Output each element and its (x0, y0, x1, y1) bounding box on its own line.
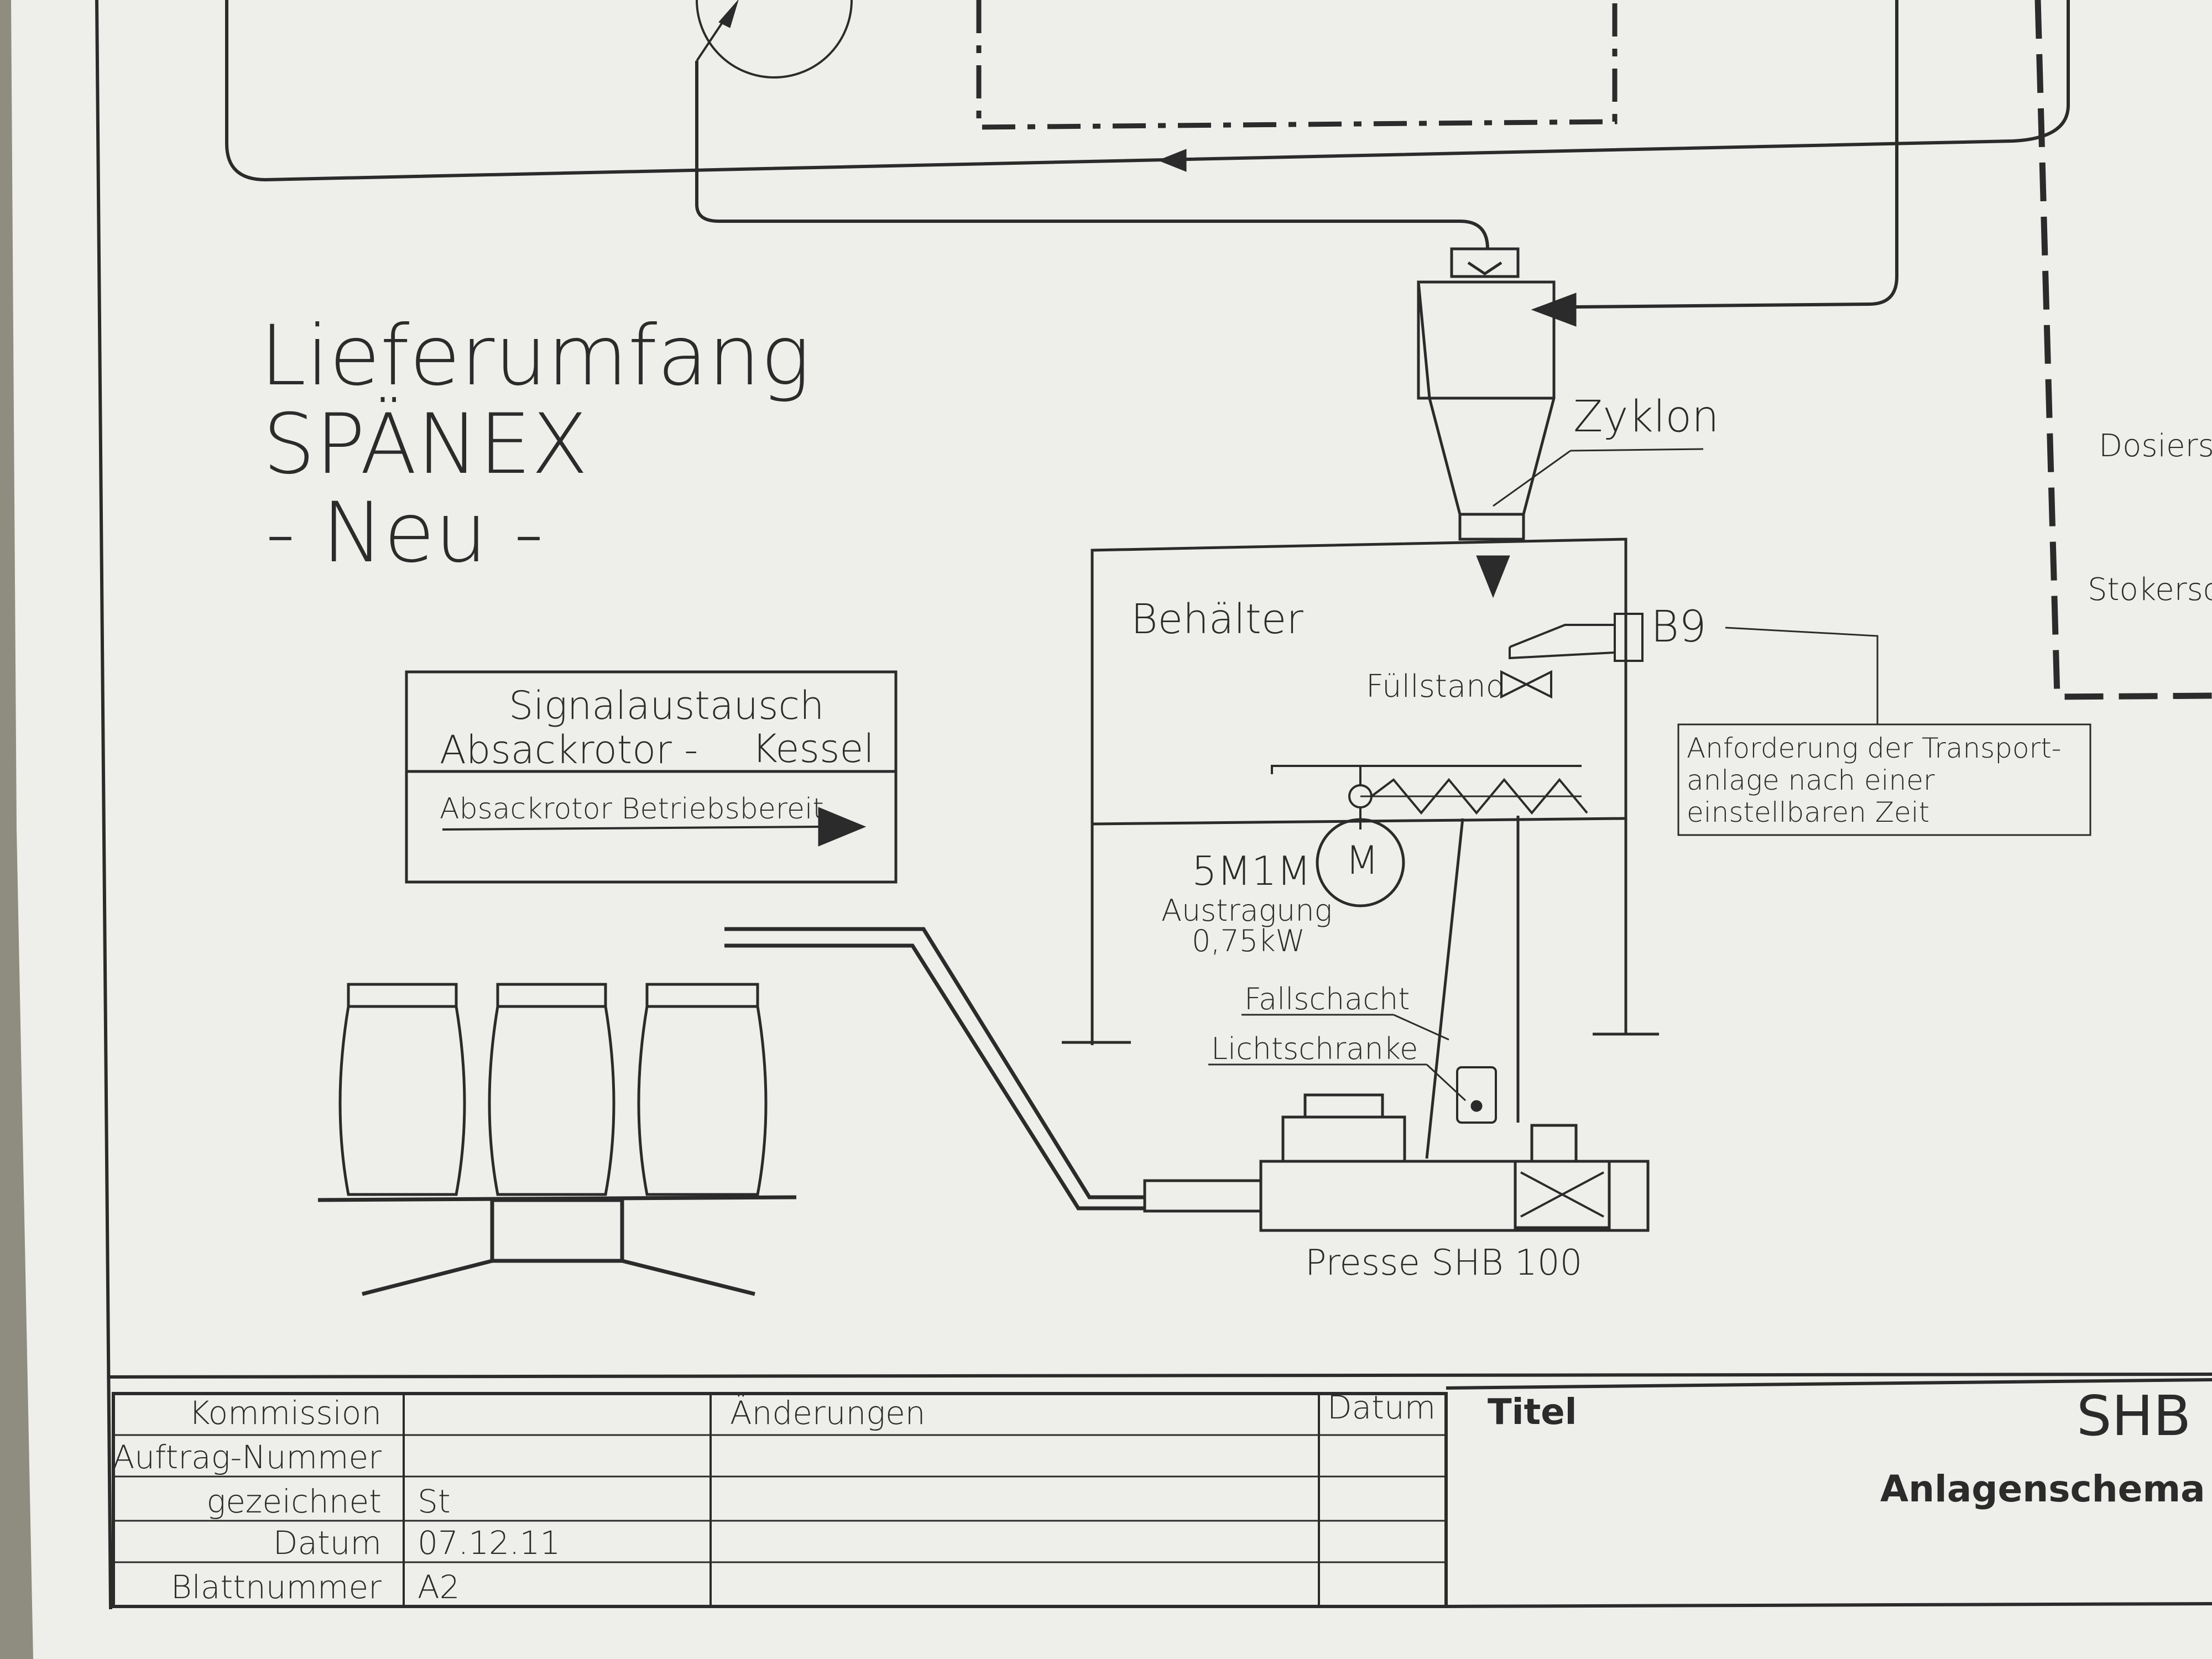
power-label: 0,75kW (1192, 924, 1305, 958)
request-note-box (1677, 723, 2091, 836)
zyklon-leader (1493, 450, 1571, 507)
request-note-line-3: einstellbaren Zeit (1687, 796, 1929, 828)
motor-symbol: M (1345, 838, 1379, 883)
dosier-label: Dosiersc (2099, 428, 2212, 464)
fallschacht-leader (1393, 1014, 1449, 1041)
row-label-auftrag: Auftrag-Nummer (113, 1438, 382, 1476)
signal-arrow (818, 807, 867, 847)
behaelter-label: Behälter (1131, 596, 1303, 643)
flow-arrow-left (1157, 149, 1187, 172)
container-floor (1092, 817, 1626, 826)
heading-text: Lieferumfang (260, 308, 810, 404)
sheet-border-left (95, 0, 112, 1610)
lichtschranke-leader (1426, 1063, 1467, 1102)
title-block-table (112, 1378, 2212, 1608)
container-body (1091, 538, 1627, 1045)
row-label-blattnummer: Blattnummer (171, 1568, 382, 1606)
austragung-label: Austragung (1161, 893, 1332, 928)
row-label-gezeichnet: gezeichnet (206, 1483, 382, 1520)
return-air-line (225, 0, 2070, 182)
stoker-label: Stokersch (2088, 572, 2212, 608)
product-text: SPÄNEX (263, 397, 588, 493)
bagging-rotor (317, 983, 797, 1296)
fall-shaft (1425, 816, 1520, 1159)
b9-signal-line (1725, 627, 1879, 724)
request-note-line-2: anlage nach einer (1687, 764, 1935, 796)
row-value-gezeichnet: St (418, 1483, 451, 1520)
title-company: SHB (2077, 1384, 2191, 1448)
fuellstand-label: Füllstand (1366, 669, 1505, 705)
title-subject: Anlagenschema / (1880, 1468, 2212, 1510)
paper (11, 0, 2212, 1659)
motor-circle (1316, 818, 1405, 907)
press-drive (1514, 1160, 1611, 1229)
signal-box-left: Absackrotor - (440, 727, 698, 773)
cyclone-inlet (1450, 247, 1520, 278)
transport-line (1575, 0, 1898, 309)
row-label-kommission: Kommission (189, 1394, 382, 1432)
briquette-tube-inner (724, 943, 1145, 1211)
sheet-border-bottom (107, 1373, 2212, 1379)
briquette-tube-outer (724, 927, 1145, 1199)
changes-header: Änderungen (730, 1394, 926, 1432)
dashed-control-box (2034, 0, 2212, 700)
signal-box-right: Kessel (752, 726, 874, 771)
pipe-fan-to-cyclone (695, 61, 1489, 249)
motor-id-label: 5M1M (1192, 848, 1311, 894)
row-value-blattnummer: A2 (418, 1568, 460, 1606)
light-barrier (1456, 1066, 1497, 1124)
b9-terminal (1614, 613, 1644, 662)
variant-text: - Neu - (265, 485, 544, 581)
fan-circle (696, 0, 853, 79)
presse-label: Presse SHB 100 (1305, 1243, 1582, 1284)
fuellstand-valve-icon (1500, 670, 1552, 699)
zyklon-label: Zyklon (1573, 392, 1719, 442)
row-value-datum: 07.12.11 (418, 1524, 560, 1562)
date-header: Datum (1327, 1389, 1436, 1426)
b9-label: B9 (1651, 602, 1707, 652)
row-label-datum: Datum (273, 1524, 382, 1562)
lichtschranke-label: Lichtschranke (1211, 1031, 1418, 1066)
screw-conveyor (1370, 778, 1588, 815)
signal-text: Absackrotor Betriebsbereit (440, 792, 824, 826)
request-note-line-1: Anforderung der Transport- (1687, 732, 2062, 764)
flow-arrow-down (1476, 555, 1510, 598)
signal-exchange-box (405, 670, 898, 884)
signal-box-title: Signalaustausch (509, 683, 824, 728)
fallschacht-label: Fallschacht (1244, 982, 1410, 1016)
title-label: Titel (1488, 1392, 1577, 1433)
cyclone-outlet (1458, 513, 1525, 541)
